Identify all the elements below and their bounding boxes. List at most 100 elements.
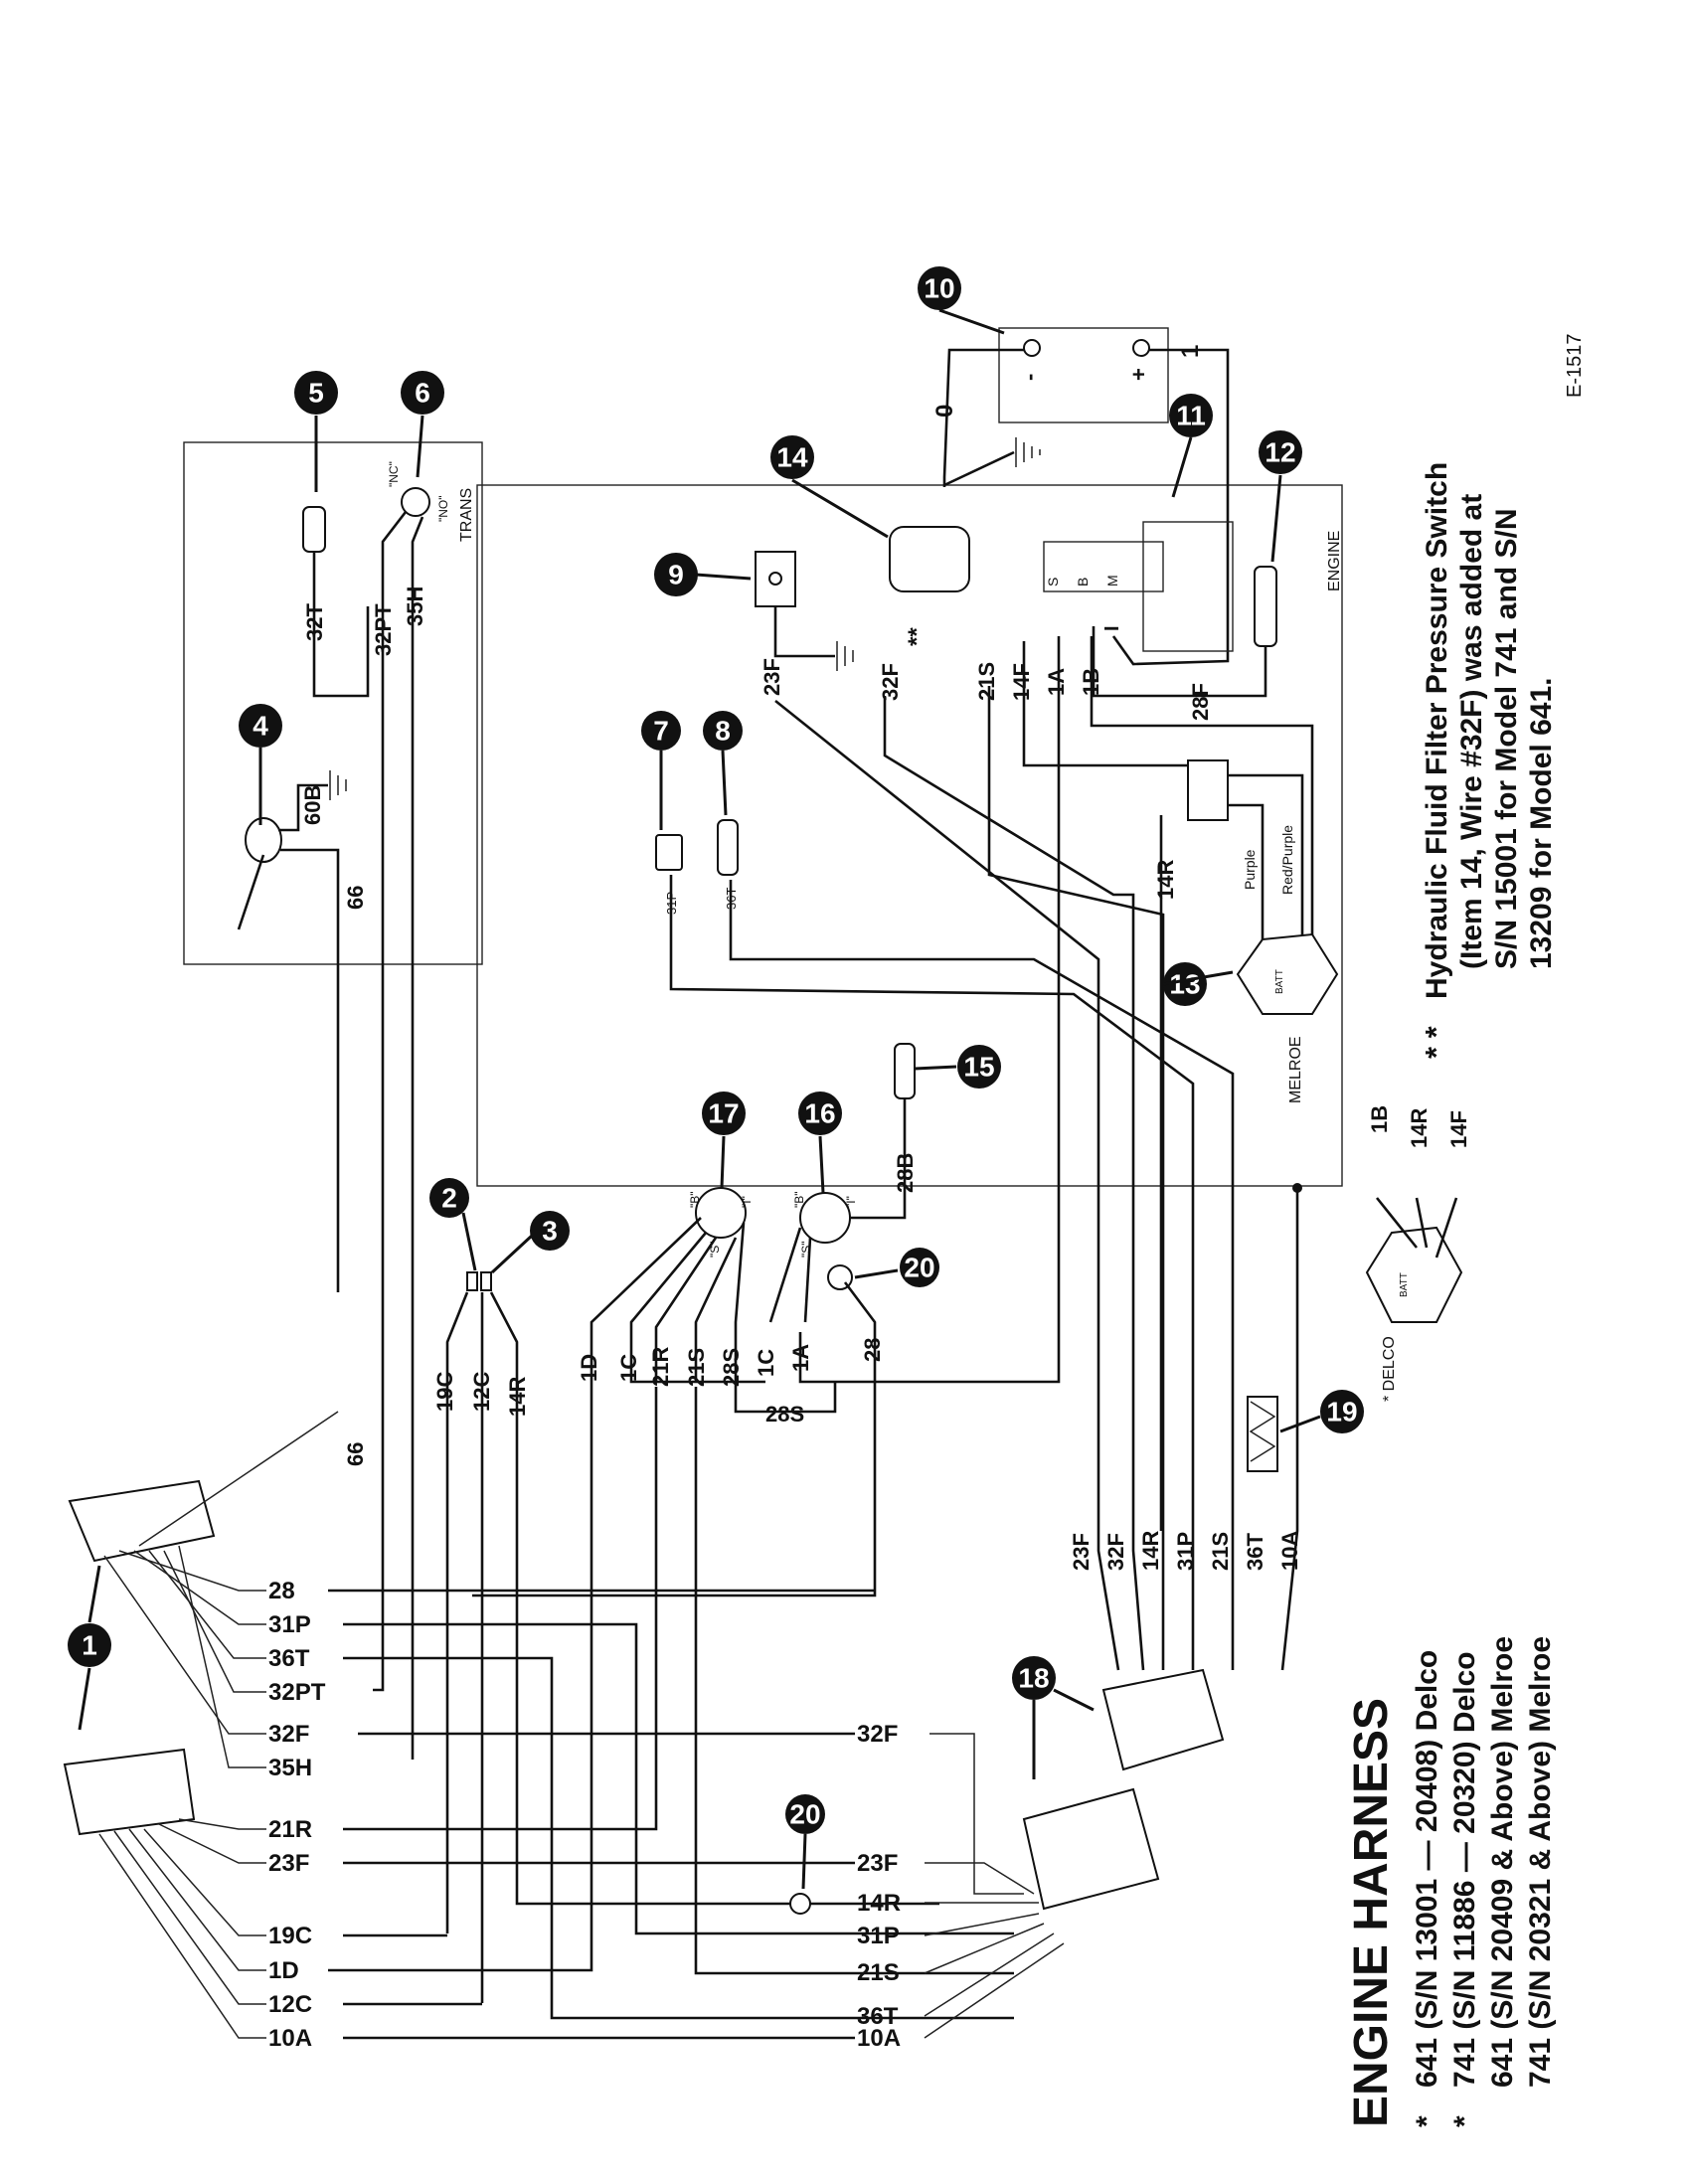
left-label-35H: 35H (268, 1755, 312, 1781)
connector-1-top (68, 1479, 216, 1563)
ground-symbol-4 (329, 770, 347, 800)
callout-18: 18 (1012, 1656, 1056, 1700)
callout-4: 4 (239, 704, 282, 748)
svg-text:19C: 19C (432, 1372, 457, 1412)
svg-text:14: 14 (776, 442, 808, 473)
svg-text:20: 20 (789, 1799, 820, 1830)
sender-5 (302, 506, 326, 553)
left-label-1D: 1D (268, 1957, 299, 1984)
right-label-14R: 14R (857, 1890, 901, 1917)
wire-label-35H: 35H (403, 587, 427, 626)
title-block: ENGINE HARNESS * 641 (S/N 13001 — 20408)… (1345, 1636, 1557, 2127)
callout-15: 15 (957, 1045, 1001, 1089)
wire-28F (1092, 626, 1267, 698)
starter-solenoid (1043, 541, 1164, 592)
wire-label-1: 1 (1177, 345, 1204, 358)
svg-text:*: * (1411, 2115, 1443, 2127)
footnote-line-1: Hydraulic Fluid Filter Pressure Switch (1421, 462, 1453, 999)
alternator-batt: BATT (1274, 969, 1285, 994)
svg-text:12C: 12C (469, 1372, 494, 1412)
svg-text:*: * (1448, 2115, 1481, 2127)
wire-21R (654, 1237, 718, 1382)
figure-code: E-1517 (1564, 334, 1586, 399)
fuel-solenoid (1254, 566, 1277, 647)
svg-text:1C: 1C (616, 1354, 641, 1382)
wire-66 (280, 848, 340, 1292)
wire-1 (1111, 348, 1230, 666)
wire-28B (850, 1098, 907, 1220)
svg-text:7: 7 (653, 716, 669, 747)
wire-32T (312, 552, 370, 698)
switch-4-lever (237, 854, 265, 930)
left-label-32PT: 32PT (268, 1679, 326, 1706)
wire-purple (1228, 803, 1265, 949)
left-label-21R: 21R (268, 1816, 312, 1843)
callout-1-top: 1 (68, 1623, 111, 1667)
callout-12: 12 (1259, 430, 1302, 474)
wire-label-32T: 32T (302, 603, 327, 641)
callout-19: 19 (1320, 1390, 1364, 1433)
connector-18-bottom (1022, 1787, 1160, 1911)
svg-text:"S": "S" (708, 1241, 722, 1258)
svg-text:12: 12 (1265, 437, 1295, 468)
svg-text:13: 13 (1169, 969, 1200, 1000)
right-label-36T: 36T (857, 2003, 899, 2030)
svg-text:31P: 31P (1173, 1532, 1198, 1571)
callout-10: 10 (918, 266, 961, 310)
svg-text:23F: 23F (1069, 1533, 1094, 1571)
callout-13: 13 (1163, 962, 1207, 1006)
wire-32F (883, 696, 1145, 1671)
connector-1-bottom (63, 1748, 196, 1836)
connector-3 (480, 1271, 492, 1291)
svg-text:10A: 10A (1277, 1531, 1302, 1571)
solenoid-b: B (1075, 578, 1091, 587)
svg-text:19: 19 (1326, 1397, 1357, 1428)
ground-9-lead (773, 606, 835, 658)
callout-20-lower: 20 (785, 1794, 825, 1834)
callout-9: 9 (654, 553, 698, 596)
key-switch-16 (799, 1192, 851, 1244)
svg-text:16: 16 (804, 1098, 835, 1129)
right-label-32F: 32F (857, 1721, 898, 1748)
ground-symbol-battery (1015, 437, 1041, 467)
filter-pressure-switch (889, 526, 970, 592)
left-label-19C: 19C (268, 1923, 312, 1949)
sender-7 (655, 834, 683, 871)
wire-1B (1090, 636, 1314, 939)
wire-label-66b: 66 (343, 1442, 368, 1466)
callout-16: 16 (798, 1092, 842, 1135)
svg-text:4: 4 (253, 711, 268, 742)
wire-32PT (373, 511, 408, 1692)
melroe-label: MELROE (1287, 1036, 1304, 1103)
ground-lead (943, 450, 1015, 487)
left-harness: 28 31P 36T 32PT 32F 35H 21R 23F 19C 1D 1… (268, 1578, 326, 2052)
battery-plus: + (1126, 368, 1151, 381)
wire-label-28F: 28F (1188, 683, 1213, 721)
right-label-31P: 31P (857, 1923, 900, 1949)
wire-label-28S-bottom: 28S (765, 1402, 804, 1427)
svg-text:14R: 14R (505, 1377, 530, 1417)
callout-20: 20 (900, 1248, 939, 1287)
left-label-28: 28 (268, 1578, 295, 1604)
wire-35H (411, 516, 424, 1760)
purple-label: Purple (1242, 849, 1258, 890)
svg-text:17: 17 (708, 1098, 739, 1129)
svg-text:"B": "B" (792, 1191, 806, 1208)
key-switch-17 (695, 1187, 747, 1239)
wire-label-32PT: 32PT (371, 603, 396, 656)
alternator-delco-batt: BATT (1399, 1272, 1410, 1297)
callout-11: 11 (1169, 394, 1213, 437)
svg-text:"B": "B" (688, 1191, 702, 1208)
ground-symbol-9 (836, 641, 854, 671)
svg-text:1A: 1A (788, 1344, 813, 1372)
switch-4 (245, 817, 282, 863)
delco-label-14R: 14R (1407, 1108, 1432, 1148)
svg-text:21R: 21R (648, 1347, 673, 1387)
svg-text:28: 28 (860, 1338, 885, 1362)
battery-neg-terminal (1023, 339, 1041, 357)
wire-label-1B: 1B (1079, 668, 1103, 696)
sender-15 (894, 1043, 916, 1099)
callout-17: 17 (702, 1092, 746, 1135)
alternator-delco (1365, 1226, 1463, 1323)
